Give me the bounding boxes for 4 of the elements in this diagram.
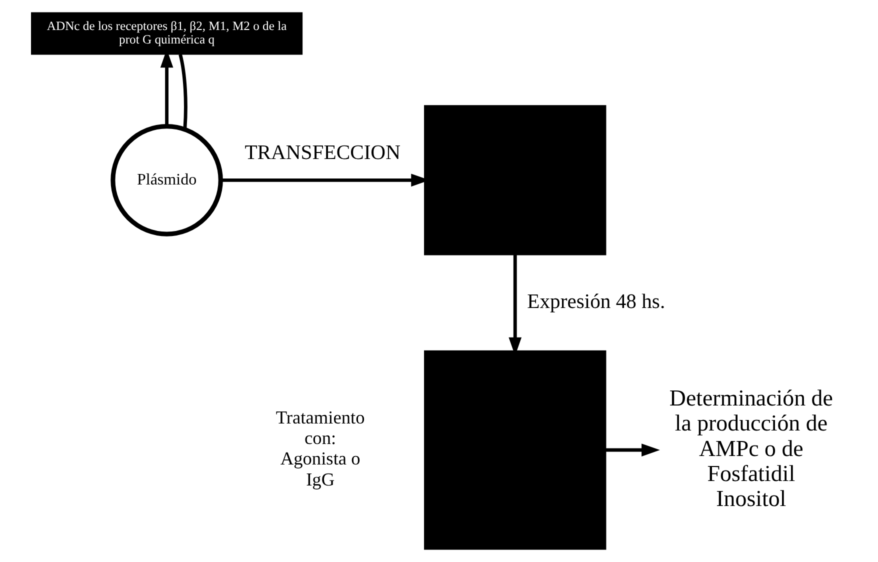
edge-label: Expresión 48 hs. xyxy=(526,290,665,313)
node-label: Tratamiento con: Agonista o IgG xyxy=(275,407,364,490)
node-text: Determinación de la producción de AMPc o de Fosfatidil Inositol xyxy=(668,385,832,512)
edge-label: TRANSFECCION xyxy=(244,142,400,164)
